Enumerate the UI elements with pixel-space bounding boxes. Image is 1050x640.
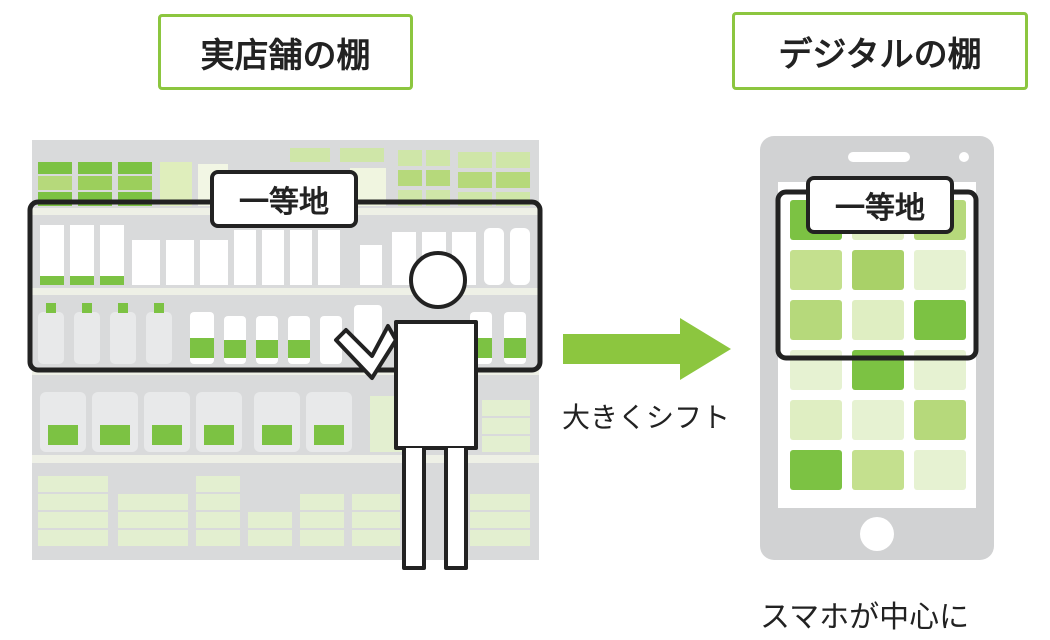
shopper-figure [334,251,478,570]
third-row-products [38,303,526,364]
shift-caption: 大きくシフト [562,401,731,434]
fourth-row-products [40,392,530,452]
phone-camera [959,152,969,162]
store-shelf-title: 実店舗の棚 [158,14,413,90]
digital-prime-label: 一等地 [806,176,954,234]
phone-caption: スマホが中心に [760,600,970,635]
digital-shelf-title: デジタルの棚 [732,12,1028,90]
shift-arrow [563,318,731,380]
store-prime-label: 一等地 [210,170,358,228]
phone-home-button [860,517,894,551]
phone-speaker [848,152,910,162]
bottom-row-products [38,476,530,546]
